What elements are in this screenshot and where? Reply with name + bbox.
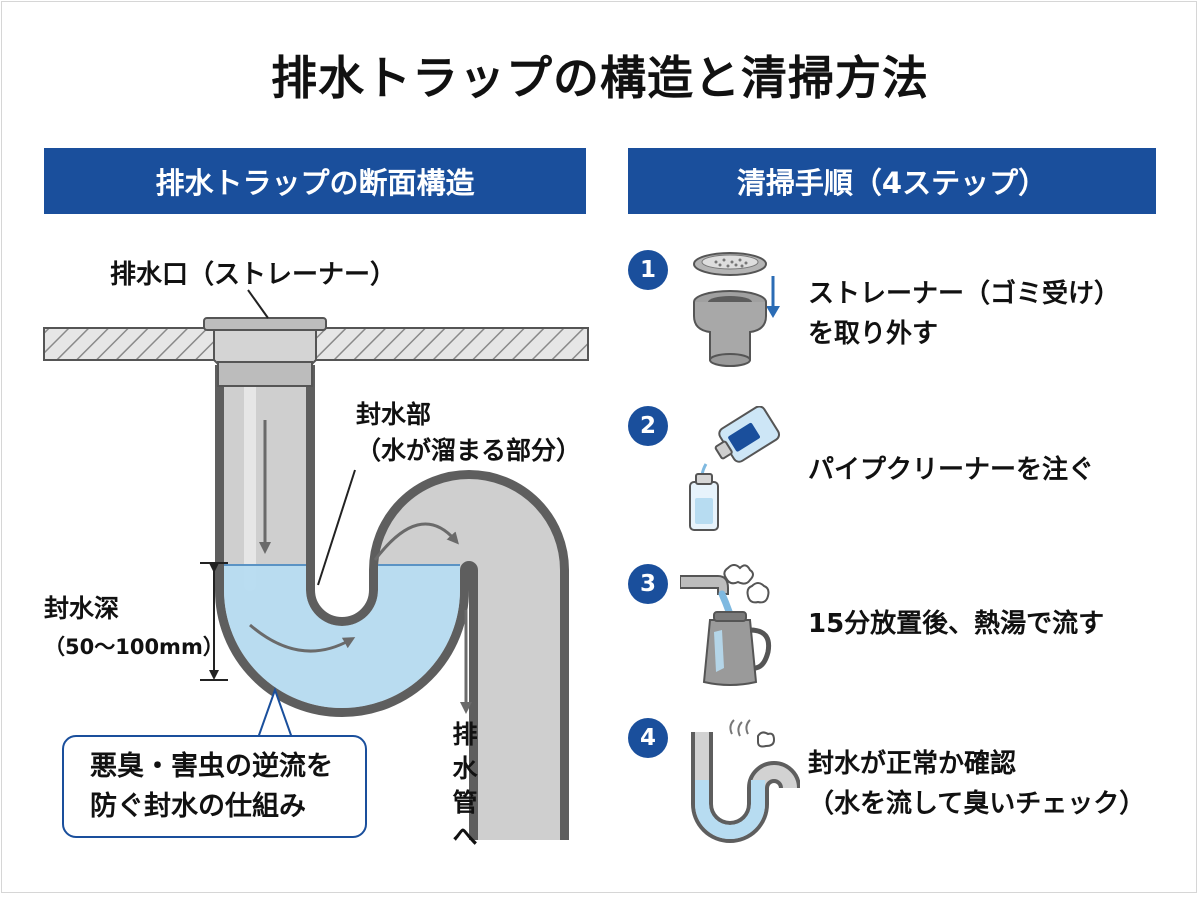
step-3: 3 15分放置後、熱湯で流す <box>628 564 1188 694</box>
drain-pipe-label-char: 水 <box>452 754 478 783</box>
strainer-label: 排水口（ストレーナー） <box>110 260 397 290</box>
step-text: 15分放置後、熱湯で流す <box>808 604 1104 644</box>
callout-line2: 防ぐ封水の仕組み <box>90 790 306 822</box>
water-seal-label-line2: （水が溜まる部分） <box>356 436 582 465</box>
section-header-structure: 排水トラップの断面構造 <box>44 148 586 214</box>
water-seal-label: 封水部 （水が溜まる部分） <box>356 397 581 469</box>
page-title: 排水トラップの構造と清掃方法 <box>271 51 929 105</box>
step-text: パイプクリーナーを注ぐ <box>808 450 1094 490</box>
step-number-badge: 1 <box>628 250 668 290</box>
drain-pipe-label-char: 管 <box>452 788 478 817</box>
step-text: 封水が正常か確認 （水を流して臭いチェック） <box>808 744 1145 824</box>
step-text-line1: パイプクリーナーを注ぐ <box>808 455 1095 485</box>
drain-pipe-label-char: 排 <box>452 720 478 749</box>
water-seal-check-icon <box>680 718 801 848</box>
callout-pointer <box>257 687 293 739</box>
pipe-cleaner-bottle-icon <box>680 405 800 536</box>
water-seal-label-line1: 封水部 <box>356 400 432 429</box>
step-number-badge: 4 <box>628 718 668 758</box>
seal-depth-label: 封水深 （50〜100mm） <box>44 590 224 666</box>
step-number-badge: 3 <box>628 564 668 604</box>
water-seal-callout: 悪臭・害虫の逆流を 防ぐ封水の仕組み <box>62 735 367 838</box>
water-seal <box>224 564 460 708</box>
step-4: 4 封水が正常か確認 （水を流して臭いチェック） <box>628 718 1188 848</box>
seal-depth-label-line1: 封水深 <box>44 594 120 623</box>
strainer-removal-icon <box>680 250 800 380</box>
callout-line1: 悪臭・害虫の逆流を <box>90 750 333 782</box>
strainer-leader-line <box>247 289 269 319</box>
drain-pipe-label: 排 水 管 へ <box>448 718 482 854</box>
step-2: 2 パイプクリーナーを注ぐ <box>628 405 1188 536</box>
step-text-line1: ストレーナー（ゴミ受け） <box>808 279 1121 309</box>
drain-pipe-label-char: へ <box>452 822 478 851</box>
step-1: 1 ストレーナー（ゴミ受け） を取り外す <box>628 250 1188 380</box>
step-text-line1: 封水が正常か確認 <box>808 749 1017 779</box>
step-text: ストレーナー（ゴミ受け） を取り外す <box>808 274 1120 354</box>
strainer-fitting <box>203 317 327 387</box>
seal-leader-line <box>317 469 356 586</box>
section-header-steps: 清掃手順（4ステップ） <box>628 148 1156 214</box>
flow-arrows <box>249 420 472 714</box>
step-text-line1: 15分放置後、熱湯で流す <box>808 609 1105 639</box>
seal-depth-label-line2: （50〜100mm） <box>44 635 224 659</box>
step-text-line2: （水を流して臭いチェック） <box>808 789 1146 819</box>
hot-water-kettle-icon <box>679 564 800 694</box>
trap-cross-section-svg <box>43 289 589 840</box>
step-text-line2: を取り外す <box>808 319 939 349</box>
trap-cross-section-diagram: 排水口（ストレーナー） 封水部 （水が溜まる部分） 封水深 （50〜100mm）… <box>43 260 589 854</box>
seal-depth-dimension <box>200 562 228 681</box>
step-number-badge: 2 <box>628 406 668 446</box>
